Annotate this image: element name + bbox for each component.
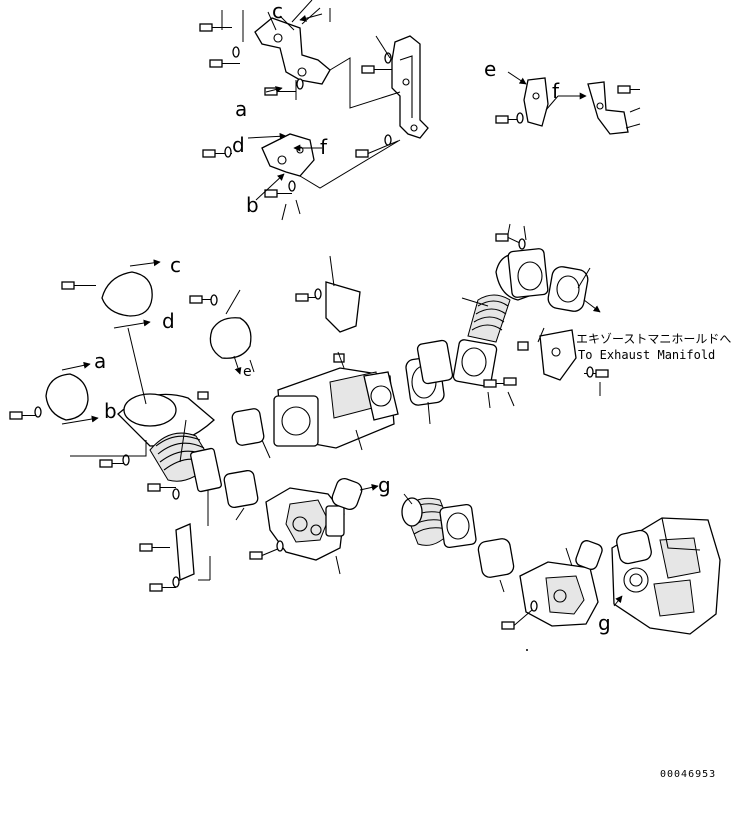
label-e-partial: e	[243, 364, 252, 380]
reference-number: 00046953	[660, 769, 716, 780]
upper-bracket-assembly	[199, 0, 429, 221]
label-g-right: g	[598, 611, 611, 635]
lower-bellows-pipe	[401, 493, 515, 593]
exhaust-housing	[611, 517, 721, 635]
label-a-left: a	[94, 349, 106, 373]
label-f-right: f	[552, 79, 560, 103]
label-g-center: g	[378, 473, 391, 497]
label-b-top: b	[246, 193, 259, 217]
label-f-top: f	[320, 135, 328, 159]
callout-labels: c a d f b e f c d a b g g e	[94, 0, 611, 635]
bolt-set-top	[199, 23, 399, 198]
exhaust-manifold-note: エキゾーストマニホールドへ To Exhaust Manifold	[576, 332, 731, 362]
upper-right-bracket-assembly	[495, 71, 641, 135]
egr-valve-right	[501, 540, 603, 630]
right-elbow-pipe	[416, 223, 609, 409]
label-d-left: d	[162, 309, 175, 333]
label-d-top: d	[232, 133, 245, 157]
left-pipe-assembly	[9, 255, 361, 592]
label-e-right: e	[484, 57, 496, 81]
egr-valve-left	[249, 478, 379, 575]
label-b-left: b	[104, 399, 117, 423]
note-japanese: エキゾーストマニホールドへ	[576, 332, 731, 346]
label-a-top: a	[235, 97, 247, 121]
label-c-left: c	[170, 253, 181, 277]
egr-cooler	[273, 351, 445, 451]
label-c-top: c	[272, 0, 283, 23]
note-english: To Exhaust Manifold	[578, 348, 715, 362]
